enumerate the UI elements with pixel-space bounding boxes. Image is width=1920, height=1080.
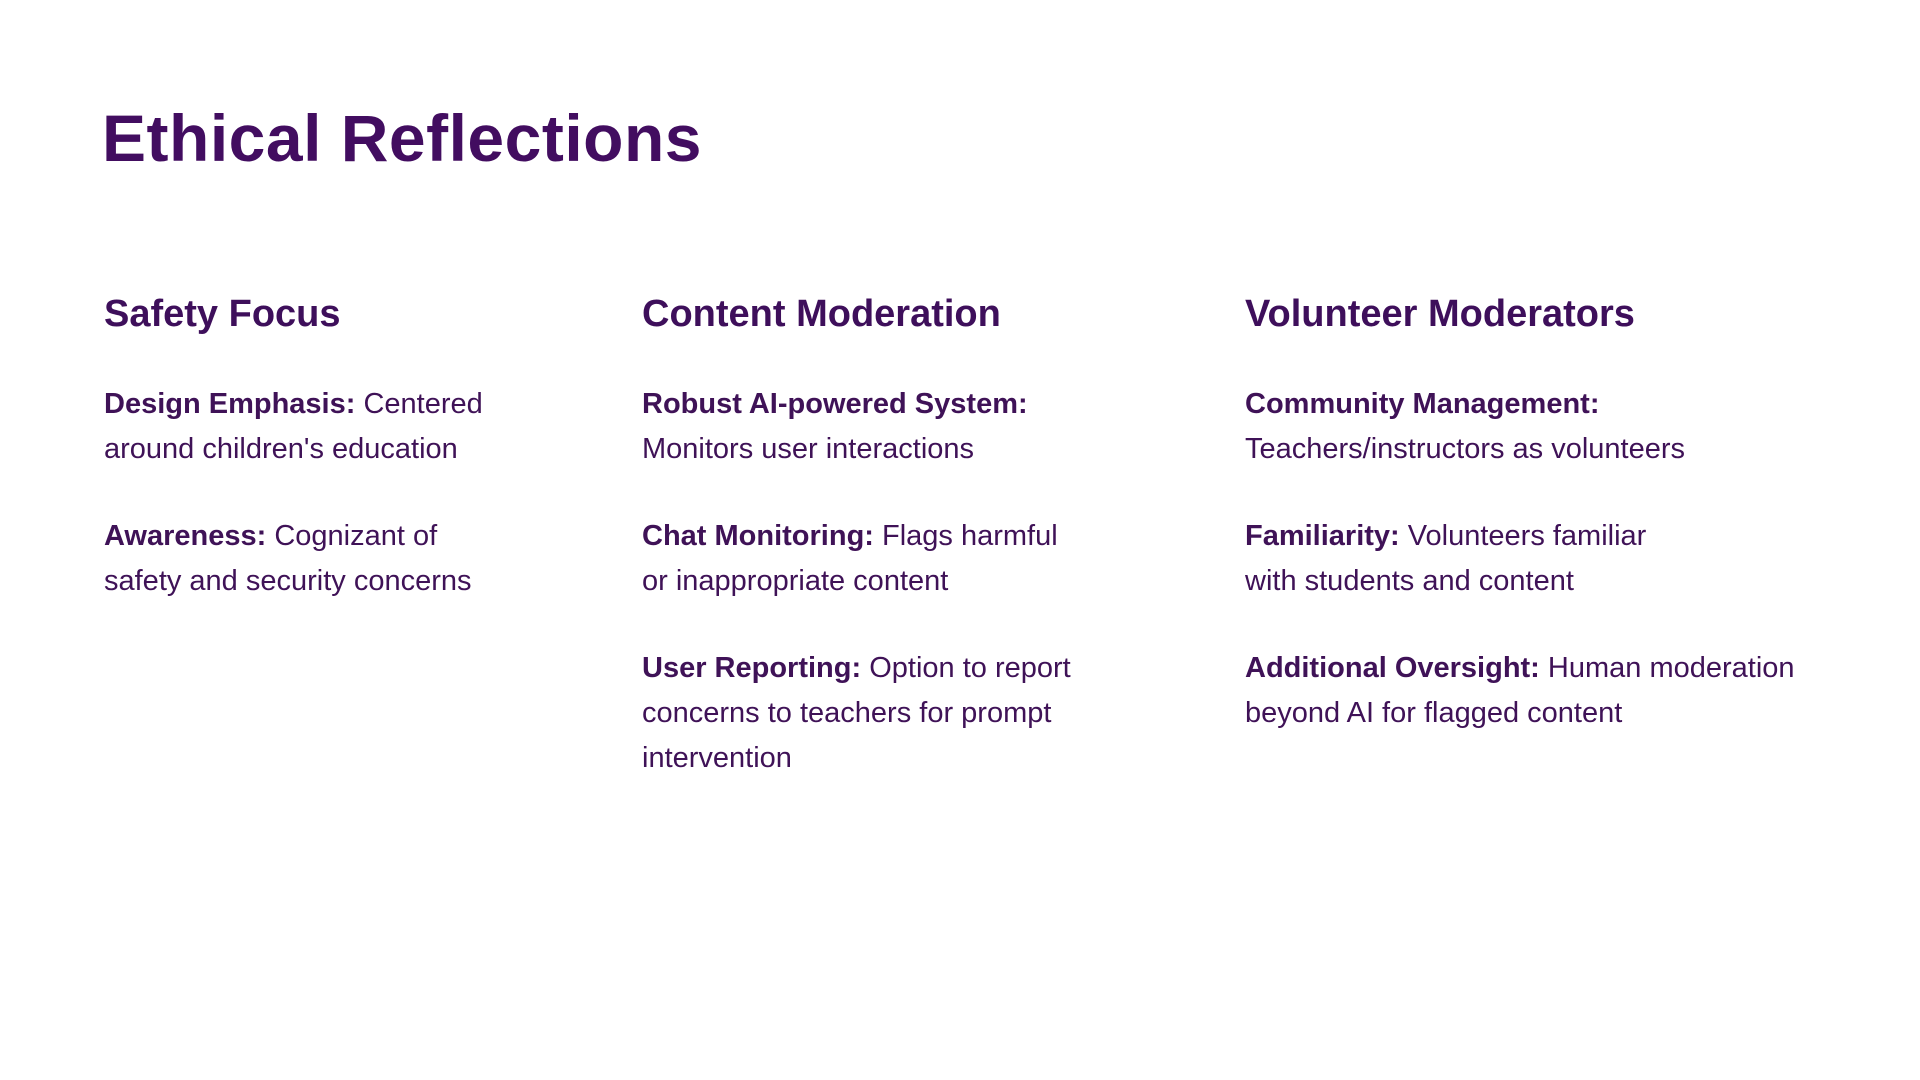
column-content-moderation: Content Moderation Robust AI-powered Sys… <box>642 290 1222 823</box>
item-label: Design Emphasis: <box>104 388 356 420</box>
item-user-reporting: User Reporting: Option to report concern… <box>642 646 1222 781</box>
item-text: Flags harmful or inappropriate content <box>642 520 1058 597</box>
item-text: Monitors user interactions <box>642 433 975 465</box>
page-title: Ethical Reflections <box>102 101 702 175</box>
item-text: Volunteers familiar with students and co… <box>1245 520 1647 597</box>
column-volunteer-moderators: Volunteer Moderators Community Managemen… <box>1245 290 1915 778</box>
column-heading-content-moderation: Content Moderation <box>642 293 1001 335</box>
item-community-management: Community Management: Teachers/instructo… <box>1245 382 1915 472</box>
item-robust-ai-system: Robust AI-powered System: Monitors user … <box>642 382 1222 472</box>
item-label: Community Management: <box>1245 388 1600 420</box>
item-chat-monitoring: Chat Monitoring: Flags harmful or inappr… <box>642 514 1222 604</box>
item-text: Teachers/instructors as volunteers <box>1245 433 1686 465</box>
item-text: Centered around children's education <box>104 388 483 465</box>
item-text: Option to report concerns to teachers fo… <box>642 652 1071 774</box>
item-label: Awareness: <box>104 520 267 552</box>
item-additional-oversight: Additional Oversight: Human moderation b… <box>1245 646 1915 736</box>
item-text: Human moderation beyond AI for flagged c… <box>1245 652 1795 729</box>
item-label: Additional Oversight: <box>1245 652 1540 684</box>
item-label: User Reporting: <box>642 652 862 684</box>
item-familiarity: Familiarity: Volunteers familiar with st… <box>1245 514 1915 604</box>
column-safety-focus: Safety Focus Design Emphasis: Centered a… <box>104 290 604 646</box>
item-awareness: Awareness: Cognizant of safety and secur… <box>104 514 604 604</box>
item-label: Robust AI-powered System: <box>642 388 1028 420</box>
item-label: Familiarity: <box>1245 520 1400 552</box>
column-heading-safety-focus: Safety Focus <box>104 293 341 335</box>
item-label: Chat Monitoring: <box>642 520 874 552</box>
item-design-emphasis: Design Emphasis: Centered around childre… <box>104 382 604 472</box>
item-text: Cognizant of safety and security concern… <box>104 520 472 597</box>
column-heading-volunteer-moderators: Volunteer Moderators <box>1245 293 1635 335</box>
